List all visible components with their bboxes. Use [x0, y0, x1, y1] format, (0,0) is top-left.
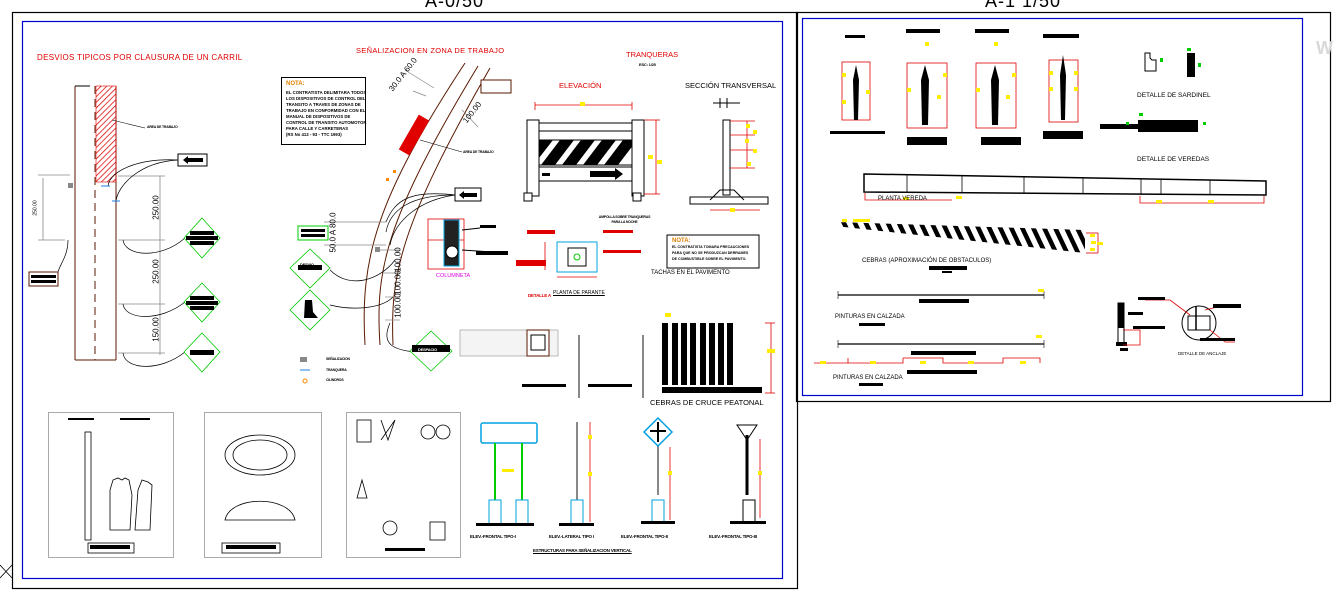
desvios-dimension	[38, 174, 165, 355]
sheet-scale-left: A-0/50	[425, 0, 485, 11]
arrow-details	[841, 59, 1079, 129]
sardinel-title: DETALLE DE SARDINEL	[1137, 92, 1211, 99]
right-sheet-outer-frame	[795, 11, 1332, 403]
note-line: CONTROL DE TRANSITO AUTOMOTOR	[286, 120, 367, 125]
sheet-scale-right: A-1 1/50	[985, 0, 1062, 11]
tranqueras-caption: AMPOLLA SOBRE TRANQUERAS PARA LA NOCHE	[598, 215, 651, 224]
detail-box-helmet	[204, 412, 322, 558]
pinturas-title-2: PINTURAS EN CALZADA	[833, 375, 903, 381]
structure-label-4: ELEV.-FRONTAL TIPO-III	[709, 534, 757, 539]
desvios-dim-3: 150.00	[151, 317, 161, 342]
note-line: PARA CALLE Y CARRETERAS	[286, 126, 349, 131]
desvios-work-area-label: AREA DE TRABAJO	[147, 125, 178, 129]
tachas-title: TACHAS EN EL PAVIMENTO	[651, 270, 730, 276]
pinturas-title-1: PINTURAS EN CALZADA	[835, 314, 905, 320]
anclaje-title: DETALLE DE ANCLAJE	[1178, 351, 1227, 356]
right-sheet-inner-frame	[801, 17, 1304, 397]
legend-tranquera: TRANQUERA	[326, 368, 347, 372]
zebra-crossing	[662, 323, 762, 393]
tachas-note: NOTA: EL CONTRATISTA TOMARA PRECAUCIONES…	[672, 238, 758, 262]
detail-box-ppe	[48, 412, 174, 558]
note-line: MANUAL DE DISPOSITIVOS DE	[286, 114, 351, 119]
detalle-a-label: DETALLE A	[528, 293, 551, 298]
cebras-approx	[835, 222, 1085, 253]
contractor-note: NOTA: EL CONTRATISTA DELIMITARA TODOS LO…	[281, 77, 366, 145]
ucs-cross-icon	[0, 564, 13, 579]
zone-dim-v1: 100.00	[393, 247, 403, 272]
tachas-note-title: NOTA:	[672, 238, 691, 244]
desvios-dim-2: 250.00	[151, 259, 161, 284]
note-line: LOS DISPOSITIVOS DE CONTROL DEL	[286, 96, 366, 101]
curved-road	[363, 62, 491, 346]
desvios-dim-1: 250.00	[151, 195, 161, 220]
desvios-leaders	[57, 159, 186, 367]
work-area-hatch	[95, 85, 117, 183]
sign-structures	[476, 416, 766, 526]
arrow-left-icon	[183, 156, 203, 164]
note-title: NOTA:	[286, 81, 305, 87]
note-line: TRANSITO A TRAVES DE ZONAS DE	[286, 102, 361, 107]
elevacion-title: ELEVACIÓN	[559, 81, 602, 90]
zone-leaders	[329, 193, 456, 353]
tachas-note-line: DE COMBUSTIBLE SOBRE EL PAVIMENTO.	[672, 257, 747, 261]
zone-dim-v3: 100.00	[393, 293, 403, 318]
senalizacion-title: SEÑALIZACION EN ZONA DE TRABAJO	[356, 46, 505, 55]
left-sheet-outer-frame	[11, 11, 799, 590]
zone-dim-bottom: 50.0 A 80.0	[328, 212, 338, 253]
planta-vereda-title: PLANTA VEREDA	[878, 196, 927, 202]
work-zone-red	[398, 114, 430, 156]
structure-label-2: ELEV.-LATERAL TIPO I	[549, 534, 594, 539]
legend-cilindros: CILINDROS	[326, 378, 344, 382]
note-line: (RS No 413 - 93 - TTC 1993)	[286, 132, 342, 137]
note-line: EL CONTRATISTA DELIMITARA TODOS	[286, 90, 367, 95]
structure-label-3: ELEV.-FRONTAL TIPO-II	[621, 534, 668, 539]
watermark-logo: W	[1316, 38, 1333, 58]
sign-despacio: DESPACIO	[418, 347, 437, 352]
tachas-note-box	[666, 234, 760, 269]
cebras-obstaculos-title: CEBRAS (APROXIMACIÓN DE OBSTACULOS)	[862, 258, 992, 264]
zone-dim-v2: 100.00	[393, 270, 403, 295]
structures-title: ESTRUCTURAS PARA SEÑALIZACION VERTICAL	[533, 548, 632, 553]
tachas-note-line: PARA QUE NO SE PRODUZCAN DERRAMES	[672, 251, 749, 255]
columneta-label: COLUMNETA	[436, 273, 471, 279]
cebra-stripe	[1016, 222, 1038, 253]
zone-work-area-label: AREA DE TRABAJO	[463, 150, 494, 154]
planta-parante-title: PLANTA DE PARANTE	[553, 290, 605, 296]
detail-box-equipment	[346, 412, 461, 558]
cebras-peatonal-title: CEBRAS DE CRUCE PEATONAL	[650, 398, 764, 407]
desvios-title: DESVIOS TIPICOS POR CLAUSURA DE UN CARRI…	[37, 53, 243, 62]
posts	[578, 335, 644, 398]
left-sheet-inner-frame	[21, 20, 784, 580]
tranqueras-scale: ESC: 1/25	[639, 62, 656, 67]
cebra-stripe	[1038, 222, 1060, 253]
legend-senal: SEÑALIZACION	[326, 357, 350, 361]
veredas-title: DETALLE DE VEREDAS	[1137, 156, 1210, 163]
tranquera-section	[689, 98, 769, 205]
structure-label-1: ELEV.-FRONTAL TIPO-I	[470, 534, 516, 539]
planta-vereda-shape	[863, 173, 1267, 196]
tranqueras-title: TRANQUERAS	[626, 50, 679, 59]
sign-desvio: DESVIO	[300, 262, 314, 267]
note-line: TRABAJO EN CONFORMIDAD CON EL	[286, 108, 366, 113]
desvios-dim-left: 250.00	[32, 200, 39, 216]
tachas-note-line: EL CONTRATISTA TOMARA PRECAUCIONES	[672, 245, 750, 249]
seccion-title: SECCIÓN TRANSVERSAL	[685, 81, 777, 90]
cebra-stripe	[1027, 222, 1049, 253]
